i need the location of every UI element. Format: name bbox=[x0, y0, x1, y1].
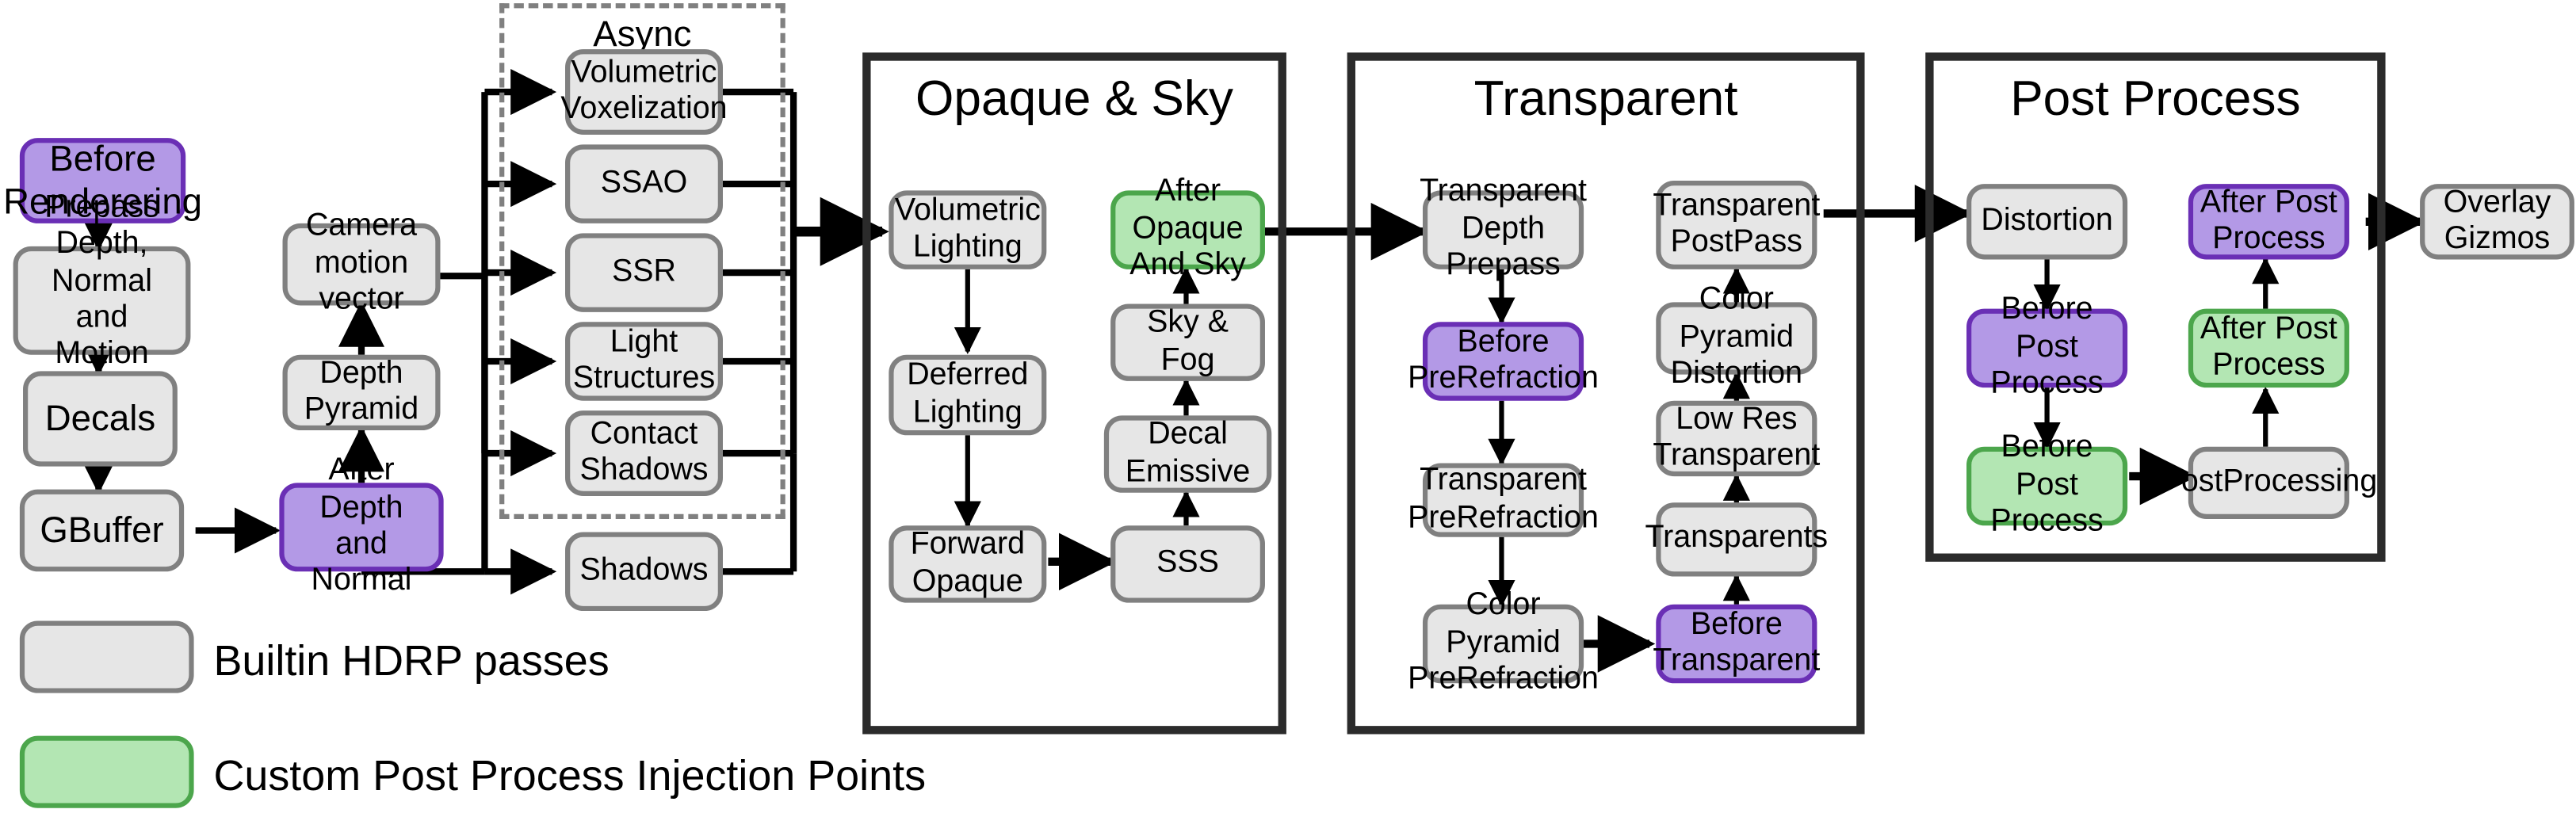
node-gbuffer[interactable]: GBuffer bbox=[19, 489, 185, 572]
node-transparent-prerefraction[interactable]: Transparent PreRefraction bbox=[1408, 463, 1599, 537]
group-post-process-title: Post Process bbox=[2010, 72, 2301, 127]
node-volumetric-lighting[interactable]: Volumetric Lighting bbox=[889, 190, 1047, 269]
node-before-rendering[interactable]: Before Renderering bbox=[3, 138, 202, 223]
node-depth-pyramid[interactable]: Depth Pyramid bbox=[282, 354, 441, 431]
node-before-post-process-pass[interactable]: Before Post Process bbox=[1966, 293, 2128, 401]
group-transparent-title: Transparent bbox=[1473, 72, 1738, 127]
node-transparent-depth-prepass[interactable]: Transparent Depth Prepass bbox=[1420, 174, 1587, 283]
node-sss[interactable]: SSS bbox=[1110, 525, 1265, 603]
node-contact-shadows[interactable]: Contact Shadows bbox=[565, 410, 723, 496]
node-before-prerefraction[interactable]: Before PreRefraction bbox=[1408, 322, 1599, 401]
node-volumetric-voxelization[interactable]: Volumetric Voxelization bbox=[560, 49, 728, 135]
node-distortion[interactable]: Distortion bbox=[1966, 184, 2128, 260]
node-after-depth-and-normal[interactable]: After Depth and Normal bbox=[279, 453, 444, 598]
legend-label-builtin: Builtin HDRP passes bbox=[213, 636, 610, 685]
group-opaque-sky bbox=[862, 52, 1286, 735]
node-before-transparent[interactable]: Before Transparent bbox=[1653, 604, 1820, 684]
node-before-post-process-pp[interactable]: Before Post Process bbox=[1966, 431, 2128, 539]
node-overlay-gizmos[interactable]: Overlay Gizmos bbox=[2420, 184, 2574, 260]
group-transparent bbox=[1347, 52, 1865, 735]
node-post-processing[interactable]: PostProcessing bbox=[2161, 446, 2377, 519]
node-low-res-transparent[interactable]: Low Res Transparent bbox=[1653, 400, 1820, 477]
async-group-frame bbox=[499, 3, 785, 519]
node-decals[interactable]: Decals bbox=[23, 371, 178, 467]
node-transparent-postpass[interactable]: Transparent PostPass bbox=[1653, 180, 1820, 269]
node-transparents[interactable]: Transparents bbox=[1645, 502, 1828, 577]
node-shadows[interactable]: Shadows bbox=[565, 532, 723, 612]
group-opaque-sky-title: Opaque & Sky bbox=[915, 72, 1234, 127]
node-ssao[interactable]: SSAO bbox=[565, 144, 723, 223]
node-after-post-process-pp[interactable]: After Post Process bbox=[2188, 308, 2349, 388]
node-sky-and-fog[interactable]: Sky & Fog bbox=[1110, 303, 1265, 381]
legend-swatch-custom-post-process bbox=[19, 735, 194, 808]
node-camera-motion-vector[interactable]: Camera motion vector bbox=[282, 209, 441, 317]
node-prepass[interactable]: Prepass Depth, Normal and Motion Vector bbox=[13, 190, 191, 409]
legend-swatch-builtin bbox=[19, 620, 194, 693]
async-group-title: Async bbox=[593, 13, 692, 55]
group-post-process bbox=[1925, 52, 2386, 562]
node-color-pyramid-distortion[interactable]: Color Pyramid Distortion bbox=[1656, 283, 1817, 391]
legend-label-custom-post-process: Custom Post Process Injection Points bbox=[213, 750, 927, 800]
node-deferred-lighting[interactable]: Deferred Lighting bbox=[889, 354, 1047, 436]
node-ssr[interactable]: SSR bbox=[565, 233, 723, 312]
node-decal-emissive[interactable]: Decal Emissive bbox=[1103, 415, 1272, 493]
node-forward-opaque[interactable]: Forward Opaque bbox=[889, 525, 1047, 603]
node-light-structures[interactable]: Light Structures bbox=[565, 322, 723, 401]
node-color-pyramid-prerefraction[interactable]: Color Pyramid PreRefraction bbox=[1408, 588, 1599, 697]
node-after-opaque-and-sky[interactable]: After Opaque And Sky bbox=[1110, 175, 1265, 283]
node-after-post-process-pass[interactable]: After Post Process bbox=[2188, 184, 2349, 260]
